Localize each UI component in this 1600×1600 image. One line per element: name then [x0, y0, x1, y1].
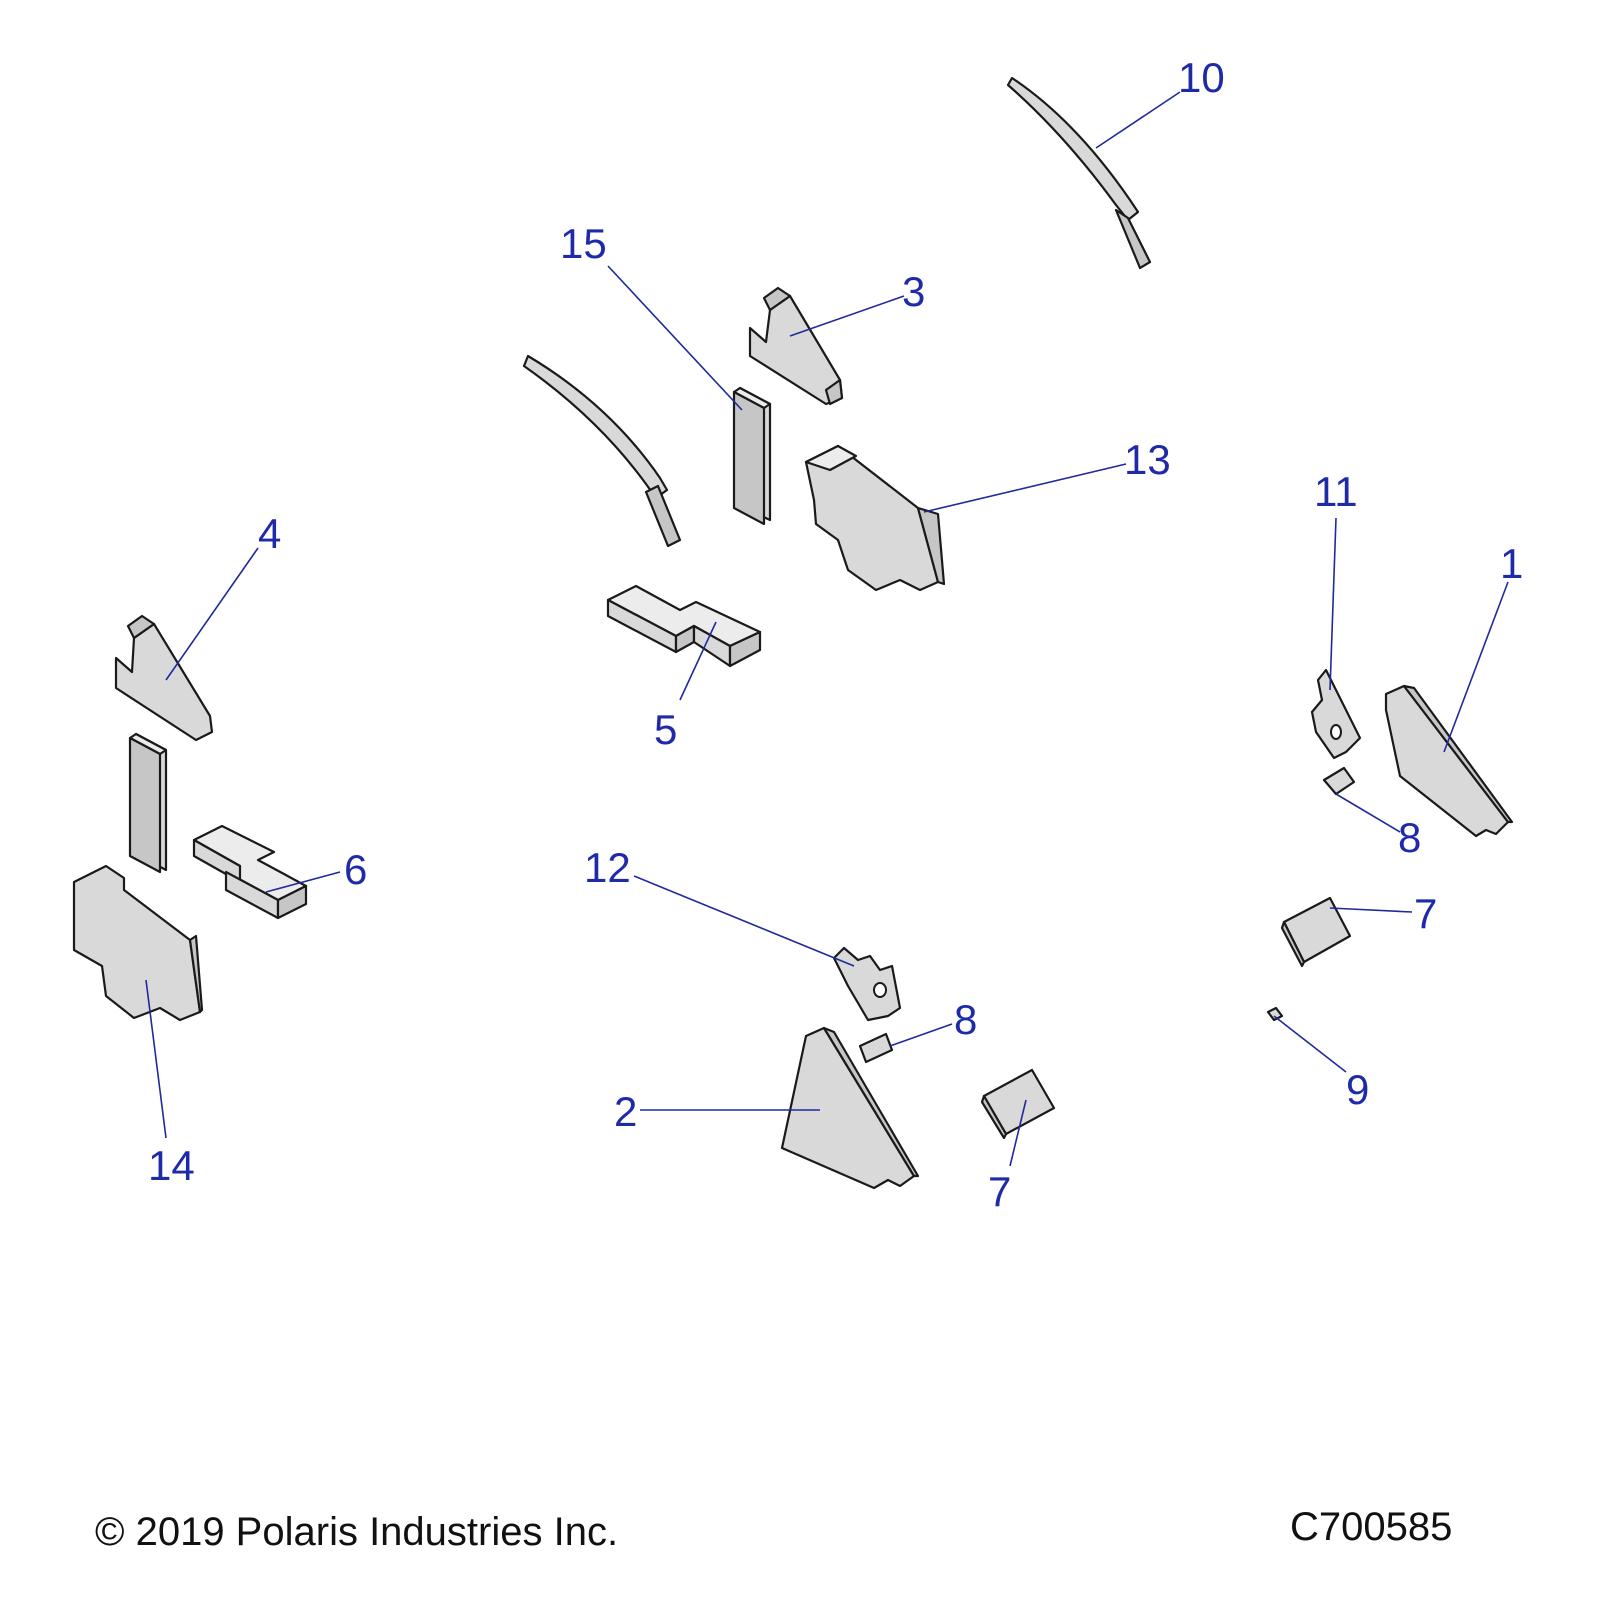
part-bar-left: [128, 732, 168, 874]
callout-4: 4: [258, 510, 281, 557]
part-9-pin: [1266, 1006, 1284, 1022]
callout-9: 9: [1346, 1066, 1369, 1113]
part-12-bracket: [832, 946, 902, 1022]
callout-12: 12: [584, 844, 631, 891]
part-curved-strip-middle: [522, 354, 682, 548]
callout-8-lower: 8: [954, 996, 977, 1043]
callout-10: 10: [1178, 54, 1225, 101]
part-5-stepped-block: [606, 584, 762, 668]
callout-11: 11: [1314, 468, 1358, 515]
part-1-wedge: [1384, 684, 1514, 838]
callout-2: 2: [614, 1088, 637, 1135]
part-8-clip-upper: [1322, 766, 1356, 796]
part-10-curved-strip: [1006, 76, 1152, 270]
part-13-block: [804, 444, 946, 592]
part-14-block: [72, 864, 204, 1022]
callout-8-upper: 8: [1398, 814, 1421, 861]
drawing-id: C700585: [1290, 1505, 1453, 1549]
callout-5: 5: [654, 706, 677, 753]
part-7-pad-lower: [980, 1068, 1056, 1140]
part-6-stepped-block: [192, 824, 308, 920]
part-4-wedge: [114, 614, 214, 742]
part-15-bar: [732, 386, 772, 526]
callout-1: 1: [1500, 540, 1523, 587]
callout-7-right: 7: [1414, 890, 1437, 937]
callout-6: 6: [344, 846, 367, 893]
copyright-text: © 2019 Polaris Industries Inc.: [95, 1510, 619, 1554]
part-3-wedge: [748, 286, 844, 406]
callout-labels: 10 15 3 13 11 4 1 5 8 6 12 7 8 9 2 7 14: [148, 54, 1523, 1215]
callout-3: 3: [902, 268, 925, 315]
callout-15: 15: [560, 220, 607, 267]
part-8-clip-lower: [858, 1032, 894, 1064]
part-7-pad-right: [1280, 896, 1352, 968]
leader-lines: [145, 91, 1509, 1167]
part-11-bracket: [1310, 668, 1362, 760]
callout-13: 13: [1124, 436, 1171, 483]
callout-14: 14: [148, 1142, 195, 1189]
part-2-wedge: [780, 1026, 920, 1190]
callout-7-lower: 7: [988, 1168, 1011, 1215]
